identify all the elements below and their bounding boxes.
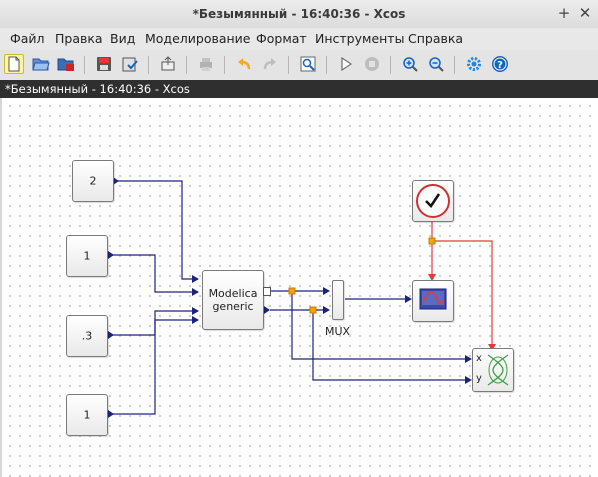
zoom-out-icon (429, 57, 444, 72)
window-title: *Безымянный - 16:40:36 - Xcos (192, 7, 406, 21)
save-as-icon (122, 57, 138, 72)
svg-text:?: ? (497, 60, 503, 71)
link-const2-to-modelica (116, 180, 198, 280)
modelica-generic-block[interactable]: Modelica generic (202, 270, 264, 330)
menu-simulation[interactable]: Моделирование (145, 31, 251, 46)
setup-gear-icon (467, 57, 481, 71)
menu-bar: Файл Правка Вид Моделирование Формат Инс… (0, 28, 598, 50)
save-button[interactable] (94, 54, 114, 74)
link-split1-to-scope-x (291, 291, 468, 360)
lissajous-icon (487, 354, 509, 386)
modelica-label-line2: generic (212, 300, 254, 313)
diagram-tab-title: *Безымянный - 16:40:36 - Xcos (5, 82, 190, 96)
open-in-scilab-icon (57, 58, 74, 71)
const-block-value: 1 (83, 408, 91, 422)
const-block-03[interactable]: .3 (66, 315, 108, 357)
event-link-clock-to-xyscope (432, 240, 493, 346)
stop-button[interactable] (362, 54, 382, 74)
new-diagram-button[interactable] (4, 54, 24, 74)
export-button[interactable] (158, 54, 178, 74)
const-block-2[interactable]: 2 (72, 160, 114, 202)
const-block-1b[interactable]: 1 (66, 394, 108, 436)
link-split2-to-scope-y (312, 310, 468, 381)
menu-edit[interactable]: Правка (55, 31, 103, 46)
stop-icon (365, 57, 379, 71)
modelica-block-label: Modelica generic (203, 287, 263, 313)
open-in-scilab-button[interactable] (56, 54, 76, 74)
redo-button[interactable] (260, 54, 280, 74)
scope-icon (419, 288, 447, 310)
help-icon: ? (492, 56, 508, 72)
const-block-value: .3 (81, 329, 93, 343)
undo-button[interactable] (234, 54, 254, 74)
export-icon (161, 56, 175, 71)
fit-diagram-button[interactable] (298, 54, 318, 74)
start-button[interactable] (336, 54, 356, 74)
diagram-tab[interactable]: *Безымянный - 16:40:36 - Xcos (0, 80, 598, 98)
split-point-1 (288, 287, 296, 295)
maximize-button[interactable]: + (557, 4, 571, 22)
zoom-in-icon (403, 57, 418, 72)
mux-block[interactable] (332, 280, 344, 320)
redo-icon (263, 58, 276, 70)
menu-tools[interactable]: Инструменты (315, 31, 405, 46)
cscopxy-block[interactable]: x y (472, 348, 514, 392)
scope-x-port-label: x (476, 353, 482, 364)
menu-format[interactable]: Формат (256, 31, 307, 46)
zoom-out-button[interactable] (426, 54, 446, 74)
cscope-block[interactable] (412, 280, 454, 322)
menu-view[interactable]: Вид (110, 31, 136, 46)
link-const1a-to-modelica (112, 254, 198, 293)
print-icon (200, 58, 212, 71)
print-button[interactable] (196, 54, 216, 74)
link-const1b-to-modelica (112, 319, 198, 415)
close-button[interactable]: ✕ (578, 4, 592, 22)
setup-button[interactable] (464, 54, 484, 74)
menu-help[interactable]: Справка (408, 31, 464, 46)
const-block-value: 2 (89, 174, 97, 188)
scope-y-port-label: y (476, 373, 482, 384)
split-point-2 (309, 306, 317, 314)
split-point-event (428, 237, 436, 245)
clock-block[interactable] (412, 180, 454, 222)
open-button[interactable] (31, 54, 51, 74)
fit-diagram-icon (300, 56, 316, 72)
mux-label: MUX (325, 325, 351, 338)
save-as-button[interactable] (120, 54, 140, 74)
start-icon (341, 57, 352, 71)
zoom-in-button[interactable] (400, 54, 420, 74)
const-block-1a[interactable]: 1 (66, 235, 108, 277)
menu-file[interactable]: Файл (10, 31, 45, 46)
save-icon (97, 57, 111, 71)
modelica-output-port (263, 287, 271, 296)
open-icon (32, 58, 50, 71)
new-diagram-icon (8, 56, 20, 72)
modelica-label-line1: Modelica (208, 287, 258, 300)
clock-icon (416, 184, 450, 218)
undo-icon (238, 58, 251, 70)
const-block-value: 1 (83, 249, 91, 263)
help-button[interactable]: ? (490, 54, 510, 74)
